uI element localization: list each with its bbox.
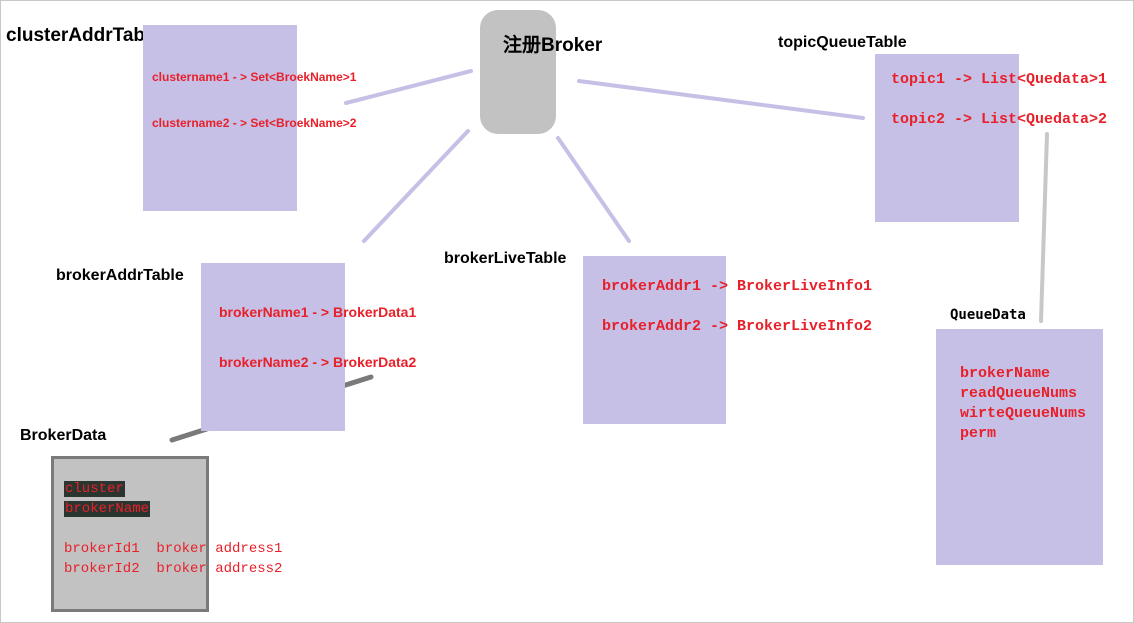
cluster-addr-line-2: clustername2 - > Set<BroekName>2 [152, 116, 357, 130]
topic-queue-table-box [875, 54, 1019, 222]
broker-data-field-brokername-text: brokerName [64, 501, 151, 517]
broker-data-title: BrokerData [20, 427, 107, 444]
topic-queue-line-1: topic1 -> List<Quedata>1 [891, 71, 1108, 88]
broker-data-field-cluster-text: cluster [64, 481, 125, 497]
connector-broker-brokerlive [556, 136, 631, 243]
broker-data-box [51, 456, 209, 612]
broker-addr-table-box [201, 263, 345, 431]
broker-live-table-title: brokerLiveTable [444, 250, 567, 267]
connector-broker-clusteraddr [344, 69, 473, 105]
cluster-addr-table-box [143, 25, 297, 211]
broker-node [480, 10, 556, 134]
connector-broker-topicqueue [577, 79, 865, 120]
topic-queue-line-2: topic2 -> List<Quedata>2 [891, 111, 1108, 128]
queue-data-line-1: brokerName [960, 365, 1051, 382]
connector-broker-brokeraddr [362, 129, 470, 243]
broker-data-field-brokername: brokerName [64, 501, 151, 517]
queue-data-line-3: wirteQueueNums [960, 405, 1087, 422]
broker-live-table-box [583, 256, 726, 424]
broker-data-field-cluster: cluster [64, 481, 125, 497]
broker-addr-line-2: brokerName2 - > BrokerData2 [219, 354, 417, 370]
topic-queue-table-title: topicQueueTable [778, 34, 907, 51]
queue-data-title: QueueData [950, 307, 1026, 323]
broker-addr-line-1: brokerName1 - > BrokerData1 [219, 304, 417, 320]
broker-live-line-1: brokerAddr1 -> BrokerLiveInfo1 [602, 278, 873, 295]
broker-data-line-2: brokerId2 broker address2 [64, 561, 283, 577]
queue-data-box [936, 329, 1103, 565]
queue-data-line-4: perm [960, 425, 997, 442]
connector-topicqueue-queuedata [1039, 132, 1049, 323]
cluster-addr-table-title: clusterAddrTable [6, 25, 161, 46]
broker-addr-table-title: brokerAddrTable [56, 267, 184, 284]
queue-data-line-2: readQueueNums [960, 385, 1078, 402]
cluster-addr-line-1: clustername1 - > Set<BroekName>1 [152, 70, 357, 84]
broker-data-line-1: brokerId1 broker address1 [64, 541, 283, 557]
broker-live-line-2: brokerAddr2 -> BrokerLiveInfo2 [602, 318, 873, 335]
broker-label: 注册Broker [503, 35, 603, 56]
